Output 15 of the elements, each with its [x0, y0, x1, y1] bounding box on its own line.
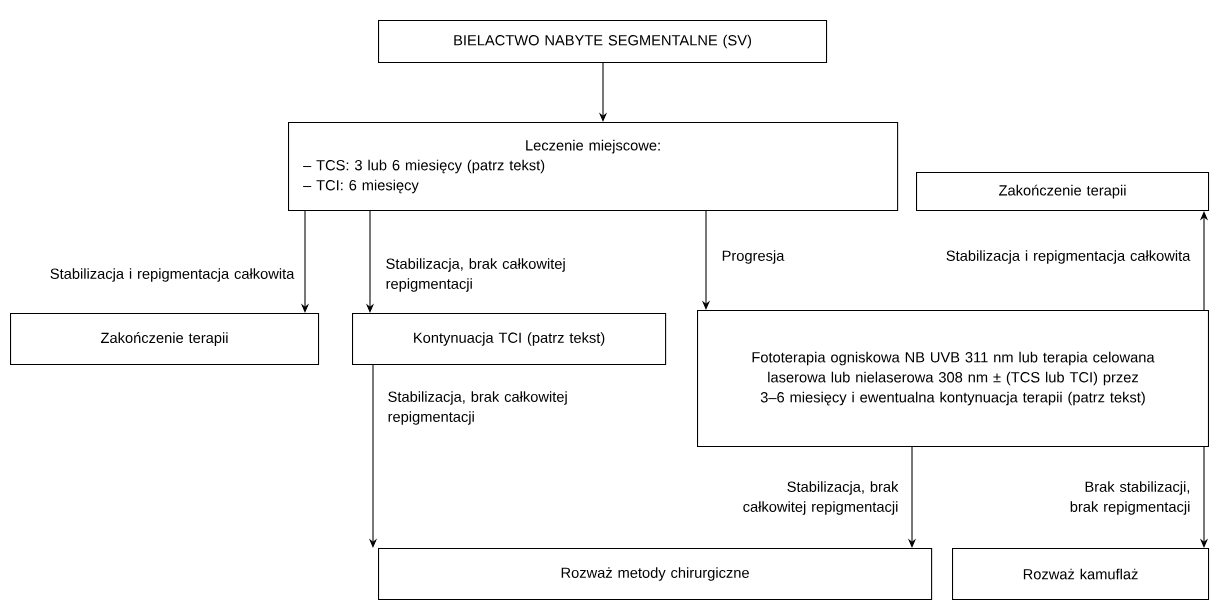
edge-label: Progresja — [722, 250, 785, 264]
process-box: BIELACTWO NABYTE SEGMENTALNE (SV) — [378, 20, 828, 64]
edge-label: Stabilizacja, brak całkowitej repigmentacji — [743, 481, 899, 515]
process-box: Fototerapia ogniskowa NB UVB 311 nm lub terapia celowana laserowa lub nielaserowa 308 nm ± (TCS lub TCI) przez 3–6 miesięcy i ewentualna kontynuacja terapii (patrz tekst) — [697, 310, 1209, 448]
edge-label: Stabilizacja i repigmentacja całkowita — [946, 250, 1191, 264]
process-box: Rozważ kamuflaż — [952, 548, 1210, 600]
process-box: Rozważ metody chirurgiczne — [378, 548, 933, 600]
edge-label: Brak stabilizacji, brak repigmentacji — [1070, 481, 1190, 515]
process-box: Zakończenie terapii — [916, 172, 1210, 212]
edge-label: Stabilizacja, brak całkowitej repigmentacji — [386, 258, 565, 292]
process-box: Leczenie miejscowe: – TCS: 3 lub 6 miesięcy (patrz tekst) – TCI: 6 miesięcy — [288, 122, 899, 212]
process-box: Kontynuacja TCI (patrz tekst) — [352, 313, 667, 365]
edge-label: Stabilizacja i repigmentacja całkowita — [50, 268, 295, 282]
edge-label: Stabilizacja, brak całkowitej repigmentacji — [388, 391, 567, 425]
process-box: Zakończenie terapii — [10, 313, 320, 365]
